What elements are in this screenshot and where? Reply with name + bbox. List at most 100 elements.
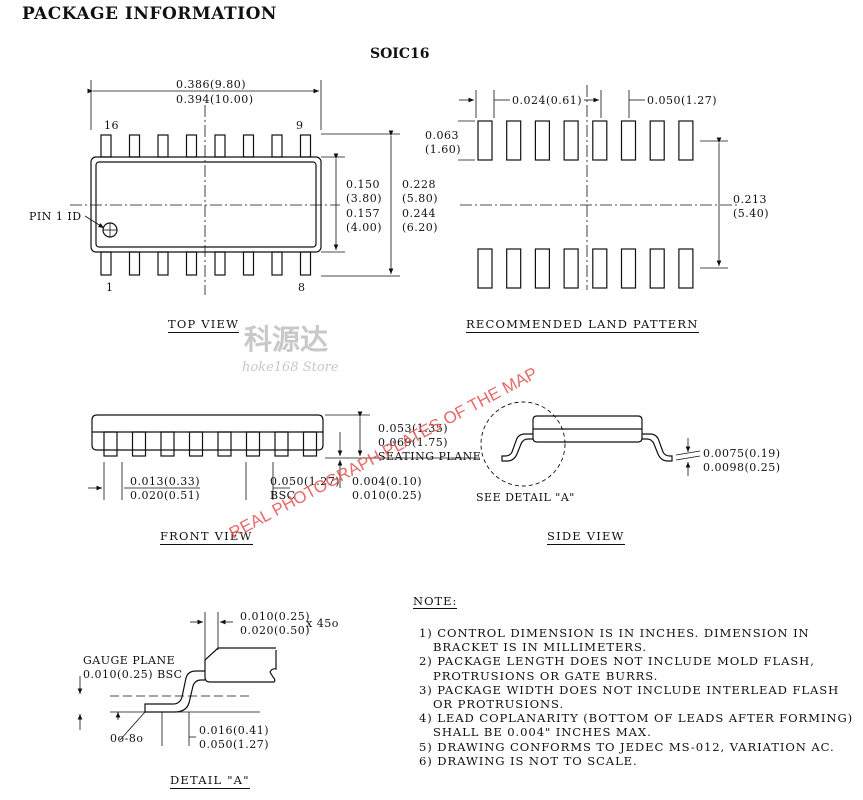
see-detail-label: SEE DETAIL "A" (476, 491, 575, 504)
foot-length-min: 0.016(0.41) (199, 724, 270, 737)
watermark-cn: 科源达 (244, 323, 329, 356)
note-line: 4) LEAD COPLANARITY (BOTTOM OF LEADS AFT… (419, 711, 854, 726)
total-width-max: 0.244 (402, 207, 436, 220)
note-line: 2) PACKAGE LENGTH DOES NOT INCLUDE MOLD … (419, 654, 815, 669)
total-width-max-mm: (6.20) (402, 221, 439, 234)
lead-width-max: 0.020(0.51) (130, 489, 201, 502)
land-pad-width: 0.024(0.61) (512, 94, 583, 107)
note-line: 5) DRAWING CONFORMS TO JEDEC MS-012, VAR… (419, 739, 835, 754)
front-view-drawing (88, 411, 480, 500)
top-view-drawing (70, 80, 400, 295)
land-pad-top (506, 120, 522, 161)
standoff-min: 0.004(0.10) (352, 475, 423, 488)
land-span: 0.213 (733, 193, 767, 206)
land-pitch: 0.050(1.27) (647, 94, 718, 107)
land-pad-top (563, 120, 579, 161)
lead-angle: 0o-8o (110, 732, 144, 745)
land-pad-bottom (620, 248, 637, 289)
note-line: PROTRUSIONS OR GATE BURRS. (433, 668, 659, 683)
bottom-lead (299, 251, 312, 276)
seating-plane-label: SEATING PLANE (378, 450, 482, 463)
front-view-label: FRONT VIEW (160, 529, 253, 545)
gauge-plane-dim: 0.010(0.25) BSC (83, 668, 183, 681)
front-lead (245, 431, 261, 457)
land-pad-bottom (563, 248, 579, 289)
chamfer-max: 0.020(0.50) (240, 624, 311, 637)
total-width-min-mm: (5.80) (402, 192, 439, 205)
land-pad-length-mm: (1.60) (425, 143, 462, 156)
notes-list: 1) CONTROL DIMENSION IS IN INCHES. DIMEN… (419, 626, 853, 768)
top-lead (157, 134, 169, 158)
pin-16-label: 16 (104, 119, 119, 132)
top-view-label: TOP VIEW (168, 317, 240, 333)
land-pad-bottom (649, 248, 665, 289)
land-pattern-label: RECOMMENDED LAND PATTERN (466, 317, 699, 333)
front-lead (188, 431, 204, 457)
land-pad-bottom (592, 248, 608, 289)
bottom-lead (242, 251, 255, 276)
pin-1-label: 1 (106, 281, 114, 294)
side-view-drawing (480, 401, 701, 487)
body-width-max: 0.157 (346, 207, 380, 220)
note-line: 1) CONTROL DIMENSION IS IN INCHES. DIMEN… (419, 626, 810, 640)
land-pad-top (477, 120, 493, 161)
land-pad-bottom (506, 248, 522, 289)
bottom-lead (157, 251, 169, 276)
top-length-max: 0.394(10.00) (176, 93, 254, 106)
body-width-min-mm: (3.80) (346, 192, 383, 205)
land-pad-top (678, 120, 694, 161)
top-lead (128, 134, 141, 158)
note-line: 3) PACKAGE WIDTH DOES NOT INCLUDE INTERL… (419, 682, 840, 697)
foot-length-max: 0.050(1.27) (199, 738, 270, 751)
body-width-max-mm: (4.00) (346, 221, 383, 234)
package-name: SOIC16 (370, 46, 430, 62)
land-pad-top (620, 120, 637, 161)
page-title: PACKAGE INFORMATION (22, 4, 277, 24)
top-lead (271, 134, 283, 158)
total-width-min: 0.228 (402, 178, 436, 191)
bottom-lead (100, 251, 112, 276)
front-pitch-bsc: BSC (270, 489, 296, 502)
land-pad-top (649, 120, 665, 161)
note-line: BRACKET IS IN MILLIMETERS. (433, 640, 647, 655)
lead-thickness-min: 0.0075(0.19) (703, 447, 781, 460)
land-pad-top (534, 120, 551, 161)
pin1-id-label: PIN 1 ID (29, 210, 82, 223)
chamfer-angle: x 45o (306, 617, 339, 630)
front-lead (302, 431, 318, 457)
land-pad-bottom (477, 248, 493, 289)
land-pad-bottom (678, 248, 694, 289)
note-line: 6) DRAWING IS NOT TO SCALE. (419, 753, 638, 768)
body-width-min: 0.150 (346, 178, 380, 191)
pin-8-label: 8 (298, 281, 306, 294)
note-line: SHALL BE 0.004" INCHES MAX. (433, 725, 652, 740)
bottom-lead (214, 251, 226, 276)
front-pitch: 0.050(1.27) (270, 475, 341, 488)
bottom-lead (128, 251, 141, 276)
front-lead (131, 431, 147, 457)
front-height-min: 0.053(1.35) (378, 422, 449, 435)
front-lead (217, 431, 232, 457)
bottom-lead (271, 251, 283, 276)
gauge-plane-label: GAUGE PLANE (83, 654, 176, 667)
land-pad-bottom (534, 248, 551, 289)
notes-title: NOTE: (413, 594, 458, 609)
land-pad-length: 0.063 (425, 129, 459, 142)
land-pad-top (592, 120, 608, 161)
detail-a-label: DETAIL "A" (170, 773, 250, 789)
front-lead (103, 431, 118, 457)
top-lead (242, 134, 255, 158)
top-length-min: 0.386(9.80) (176, 78, 247, 91)
lead-thickness-max: 0.0098(0.25) (703, 461, 781, 474)
note-line: OR PROTRUSIONS. (433, 697, 565, 712)
front-lead (274, 431, 289, 457)
top-lead (299, 134, 312, 158)
front-height-max: 0.069(1.75) (378, 436, 449, 449)
watermark-store: hoke168 Store (242, 360, 339, 375)
side-view-label: SIDE VIEW (547, 529, 625, 545)
pin-9-label: 9 (296, 119, 304, 132)
chamfer-min: 0.010(0.25) (240, 610, 311, 623)
detail-a-drawing (77, 612, 277, 746)
top-lead (100, 134, 112, 158)
